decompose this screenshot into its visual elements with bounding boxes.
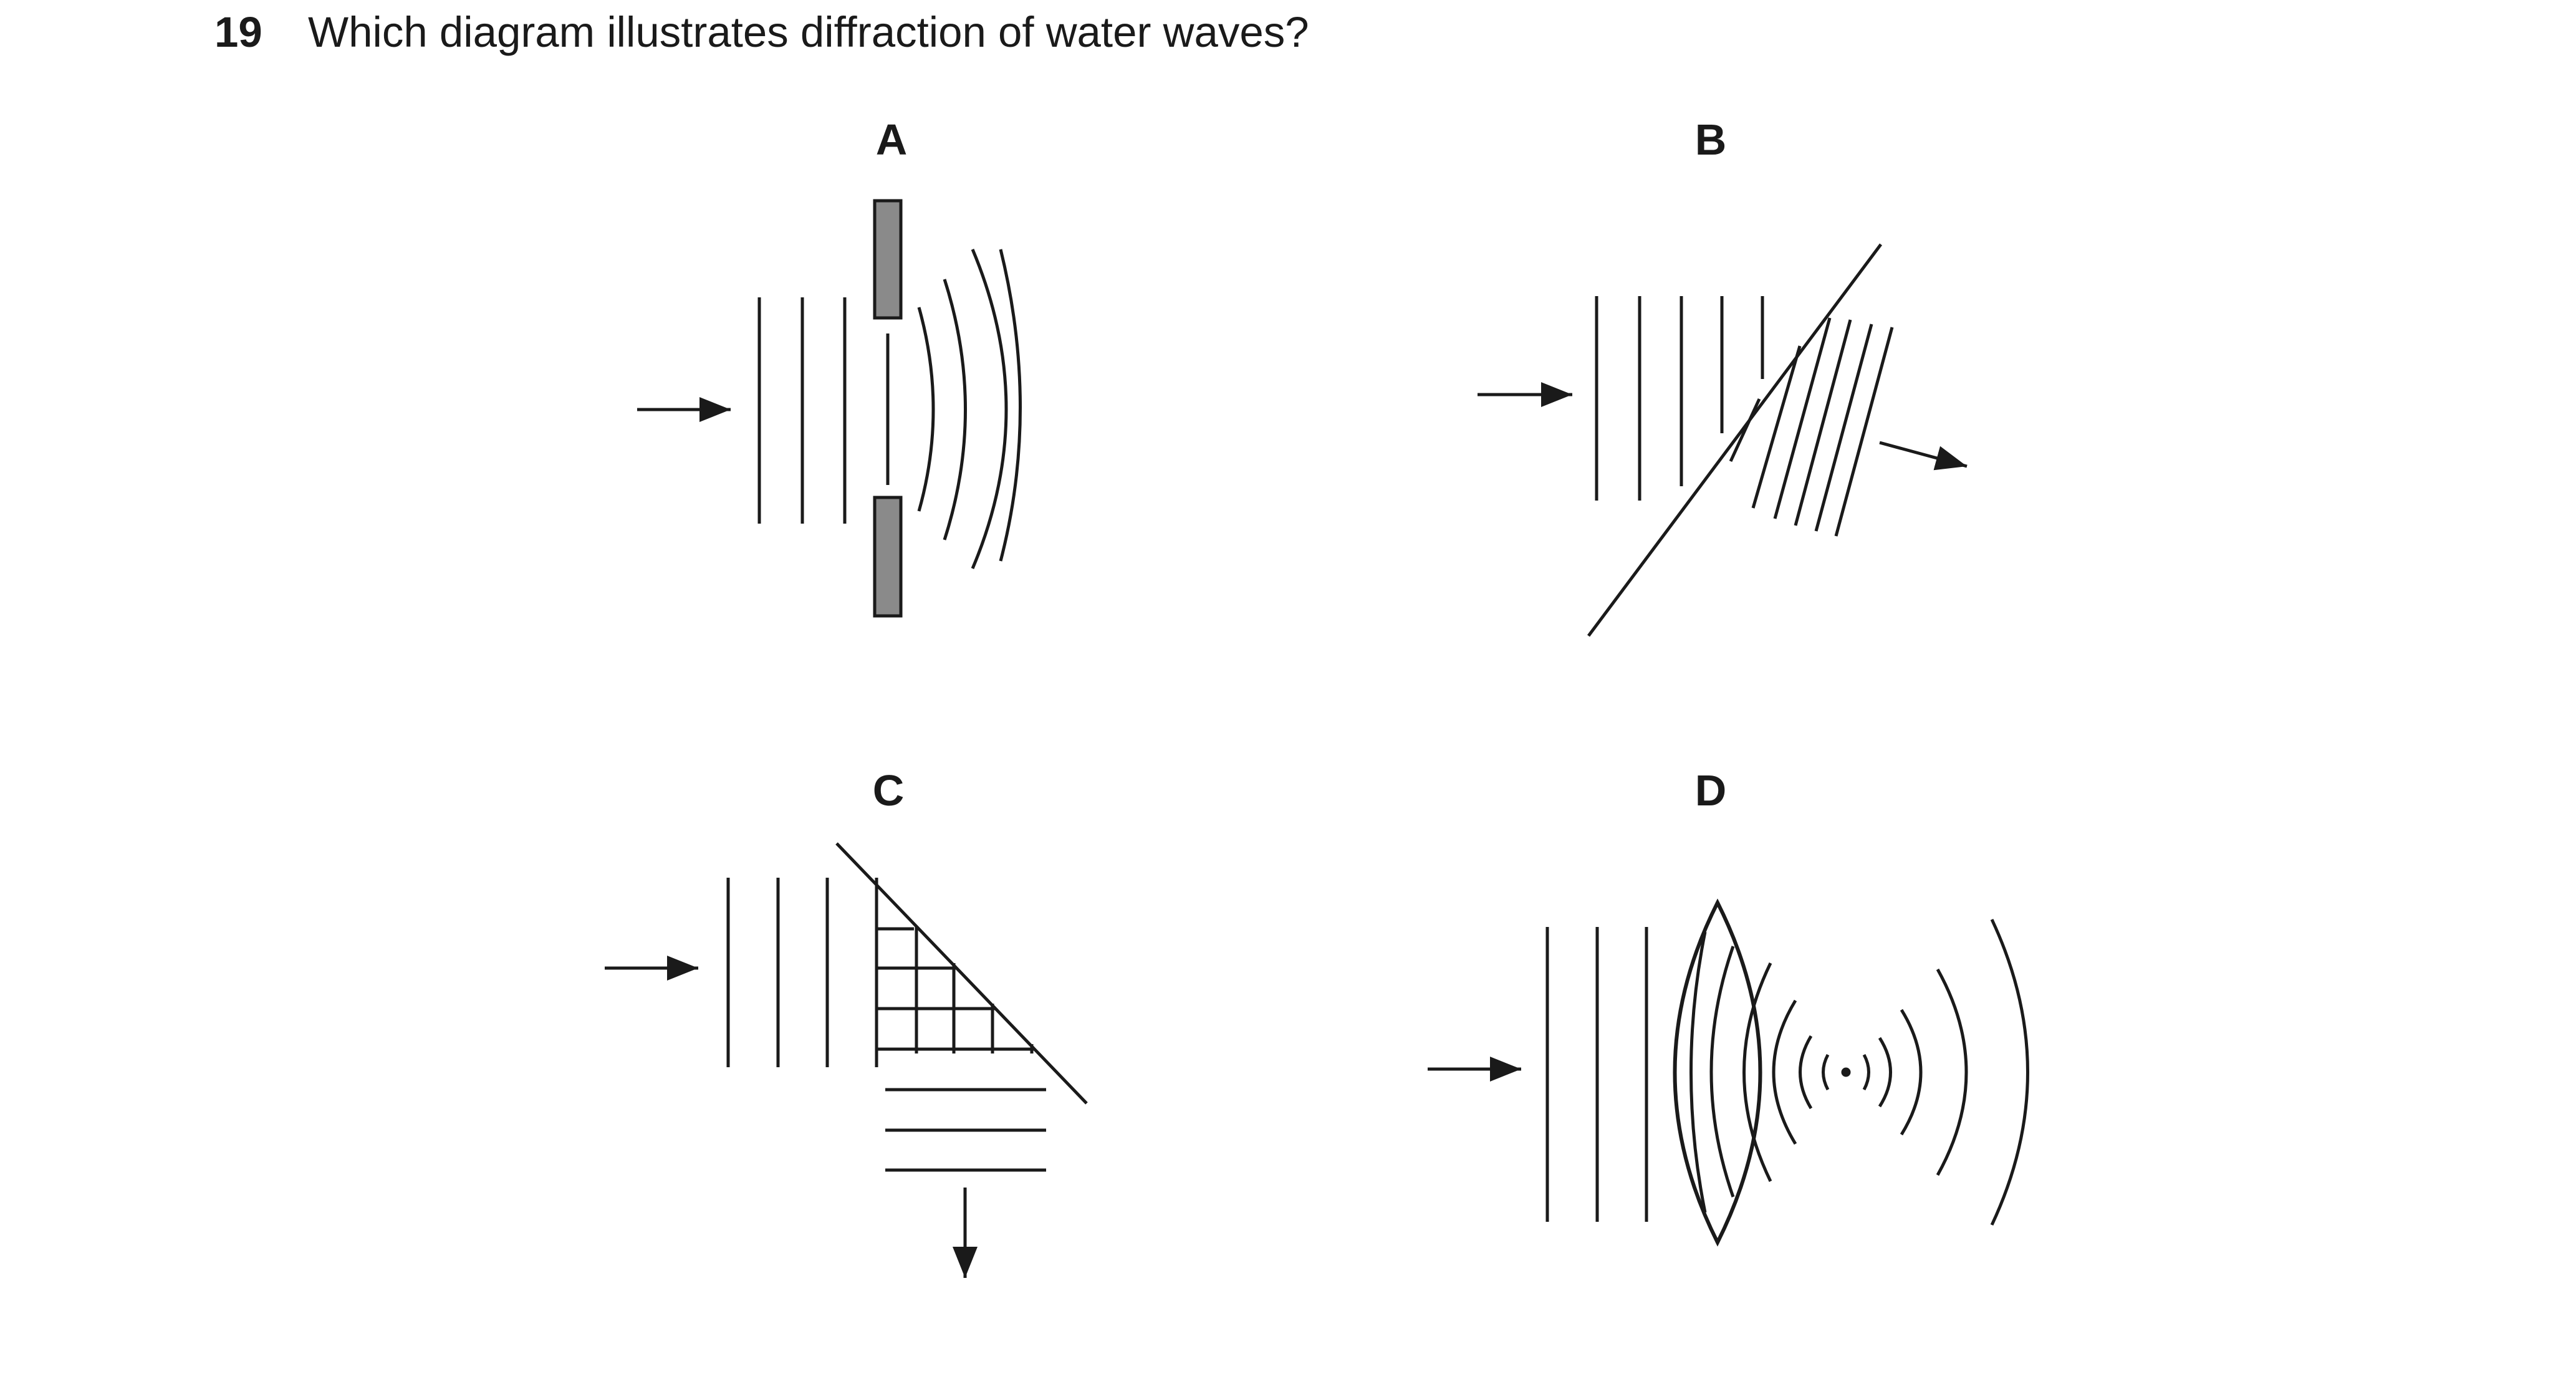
incident-wavefronts <box>757 297 847 524</box>
focal-point <box>1822 1053 1870 1091</box>
option-b-diagram: B <box>1478 115 1968 637</box>
question-text: Which diagram illustrates diffraction of… <box>308 7 1309 56</box>
option-a-label: A <box>876 115 908 164</box>
refracted-wavefronts <box>1729 317 1894 537</box>
incident-wavefronts <box>1545 927 1648 1222</box>
diffracted-wavefronts <box>917 249 1022 569</box>
option-b-label: B <box>1695 115 1727 164</box>
reflected-wavefronts <box>885 1088 1046 1172</box>
option-d-label: D <box>1695 766 1727 815</box>
question-header: 19 Which diagram illustrates diffraction… <box>214 4 1309 60</box>
incident-wavefronts <box>726 878 878 1067</box>
barrier-upper <box>873 199 903 320</box>
option-d-diagram: D <box>1428 766 2029 1247</box>
refracted-arrow <box>1879 441 1968 471</box>
option-a-diagram: A <box>637 115 1022 618</box>
reflecting-surface <box>835 842 1088 1105</box>
lens <box>1673 898 1762 1247</box>
incident-wavefronts <box>1595 296 1764 501</box>
diverging-wavefronts <box>1878 918 2029 1226</box>
option-c-diagram: C <box>605 766 1088 1278</box>
barrier-lower <box>873 496 903 618</box>
converging-wavefronts <box>1689 931 1813 1213</box>
boundary-line <box>1587 243 1883 637</box>
question-number: 19 <box>214 7 262 56</box>
overlap-grid <box>877 926 1035 1053</box>
option-c-label: C <box>873 766 905 815</box>
